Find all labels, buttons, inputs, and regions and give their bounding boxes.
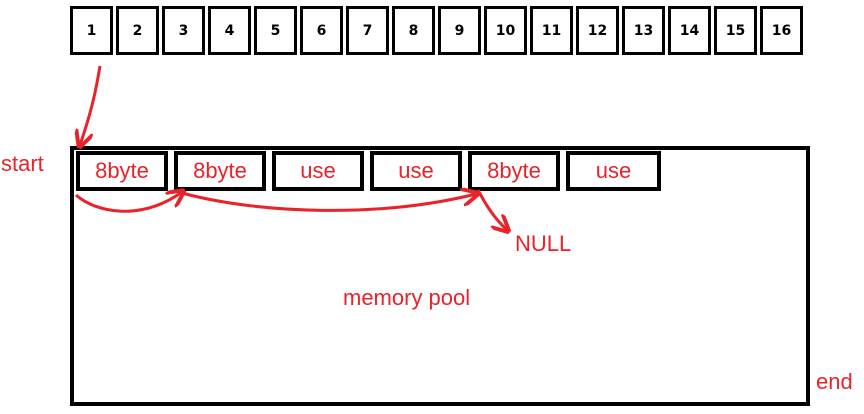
index-cell: 5: [254, 6, 297, 55]
index-array: 1 2 3 4 5 6 7 8 9 10 11 12 13 14 15 16: [70, 6, 806, 55]
pool-block-free: 8byte: [76, 151, 168, 191]
index-cell: 10: [484, 6, 527, 55]
pool-block-free: 8byte: [174, 151, 266, 191]
index-cell: 6: [300, 6, 343, 55]
memory-pool-label: memory pool: [343, 285, 471, 310]
index-cell: 9: [438, 6, 481, 55]
pool-block-used: use: [566, 151, 661, 191]
index-cell: 11: [530, 6, 573, 55]
index-cell: 13: [622, 6, 665, 55]
start-pointer-arrow: [80, 65, 102, 145]
start-label: start: [1, 151, 44, 176]
index-cell: 12: [576, 6, 619, 55]
index-cell: 14: [668, 6, 711, 55]
end-label: end: [816, 369, 853, 394]
pool-block-used: use: [272, 151, 364, 191]
index-cell: 7: [346, 6, 389, 55]
index-cell: 4: [208, 6, 251, 55]
index-cell: 15: [714, 6, 757, 55]
pool-block-free: 8byte: [468, 151, 560, 191]
index-cell: 2: [116, 6, 159, 55]
memory-pool-box: [70, 146, 810, 406]
pool-block-used: use: [370, 151, 462, 191]
index-cell: 8: [392, 6, 435, 55]
index-cell: 1: [70, 6, 113, 55]
index-cell: 3: [162, 6, 205, 55]
null-label: NULL: [515, 231, 572, 256]
index-cell: 16: [760, 6, 803, 55]
